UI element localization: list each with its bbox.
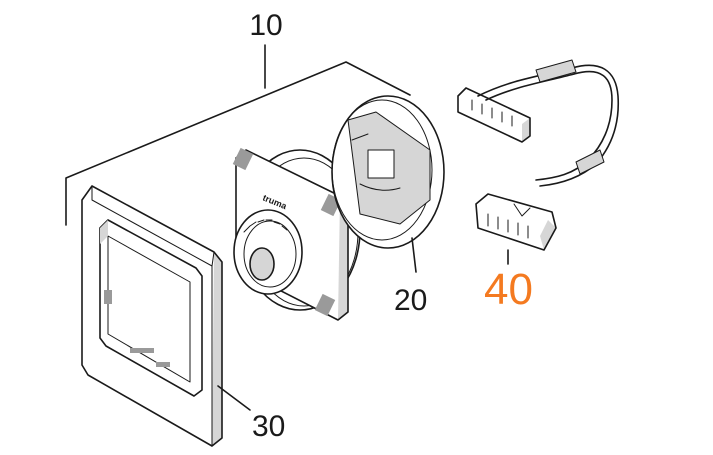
label-40: 40 — [484, 265, 533, 314]
back-cover-part-20: 20 — [331, 95, 445, 317]
label-30: 30 — [252, 410, 285, 443]
cable-part-40: 40 — [457, 59, 620, 314]
frame-part-30: 30 — [81, 185, 285, 447]
label-20: 20 — [394, 284, 427, 317]
group-bracket-10: 10 — [65, 9, 411, 226]
control-unit: truma — [232, 147, 361, 321]
label-10: 10 — [249, 9, 282, 42]
